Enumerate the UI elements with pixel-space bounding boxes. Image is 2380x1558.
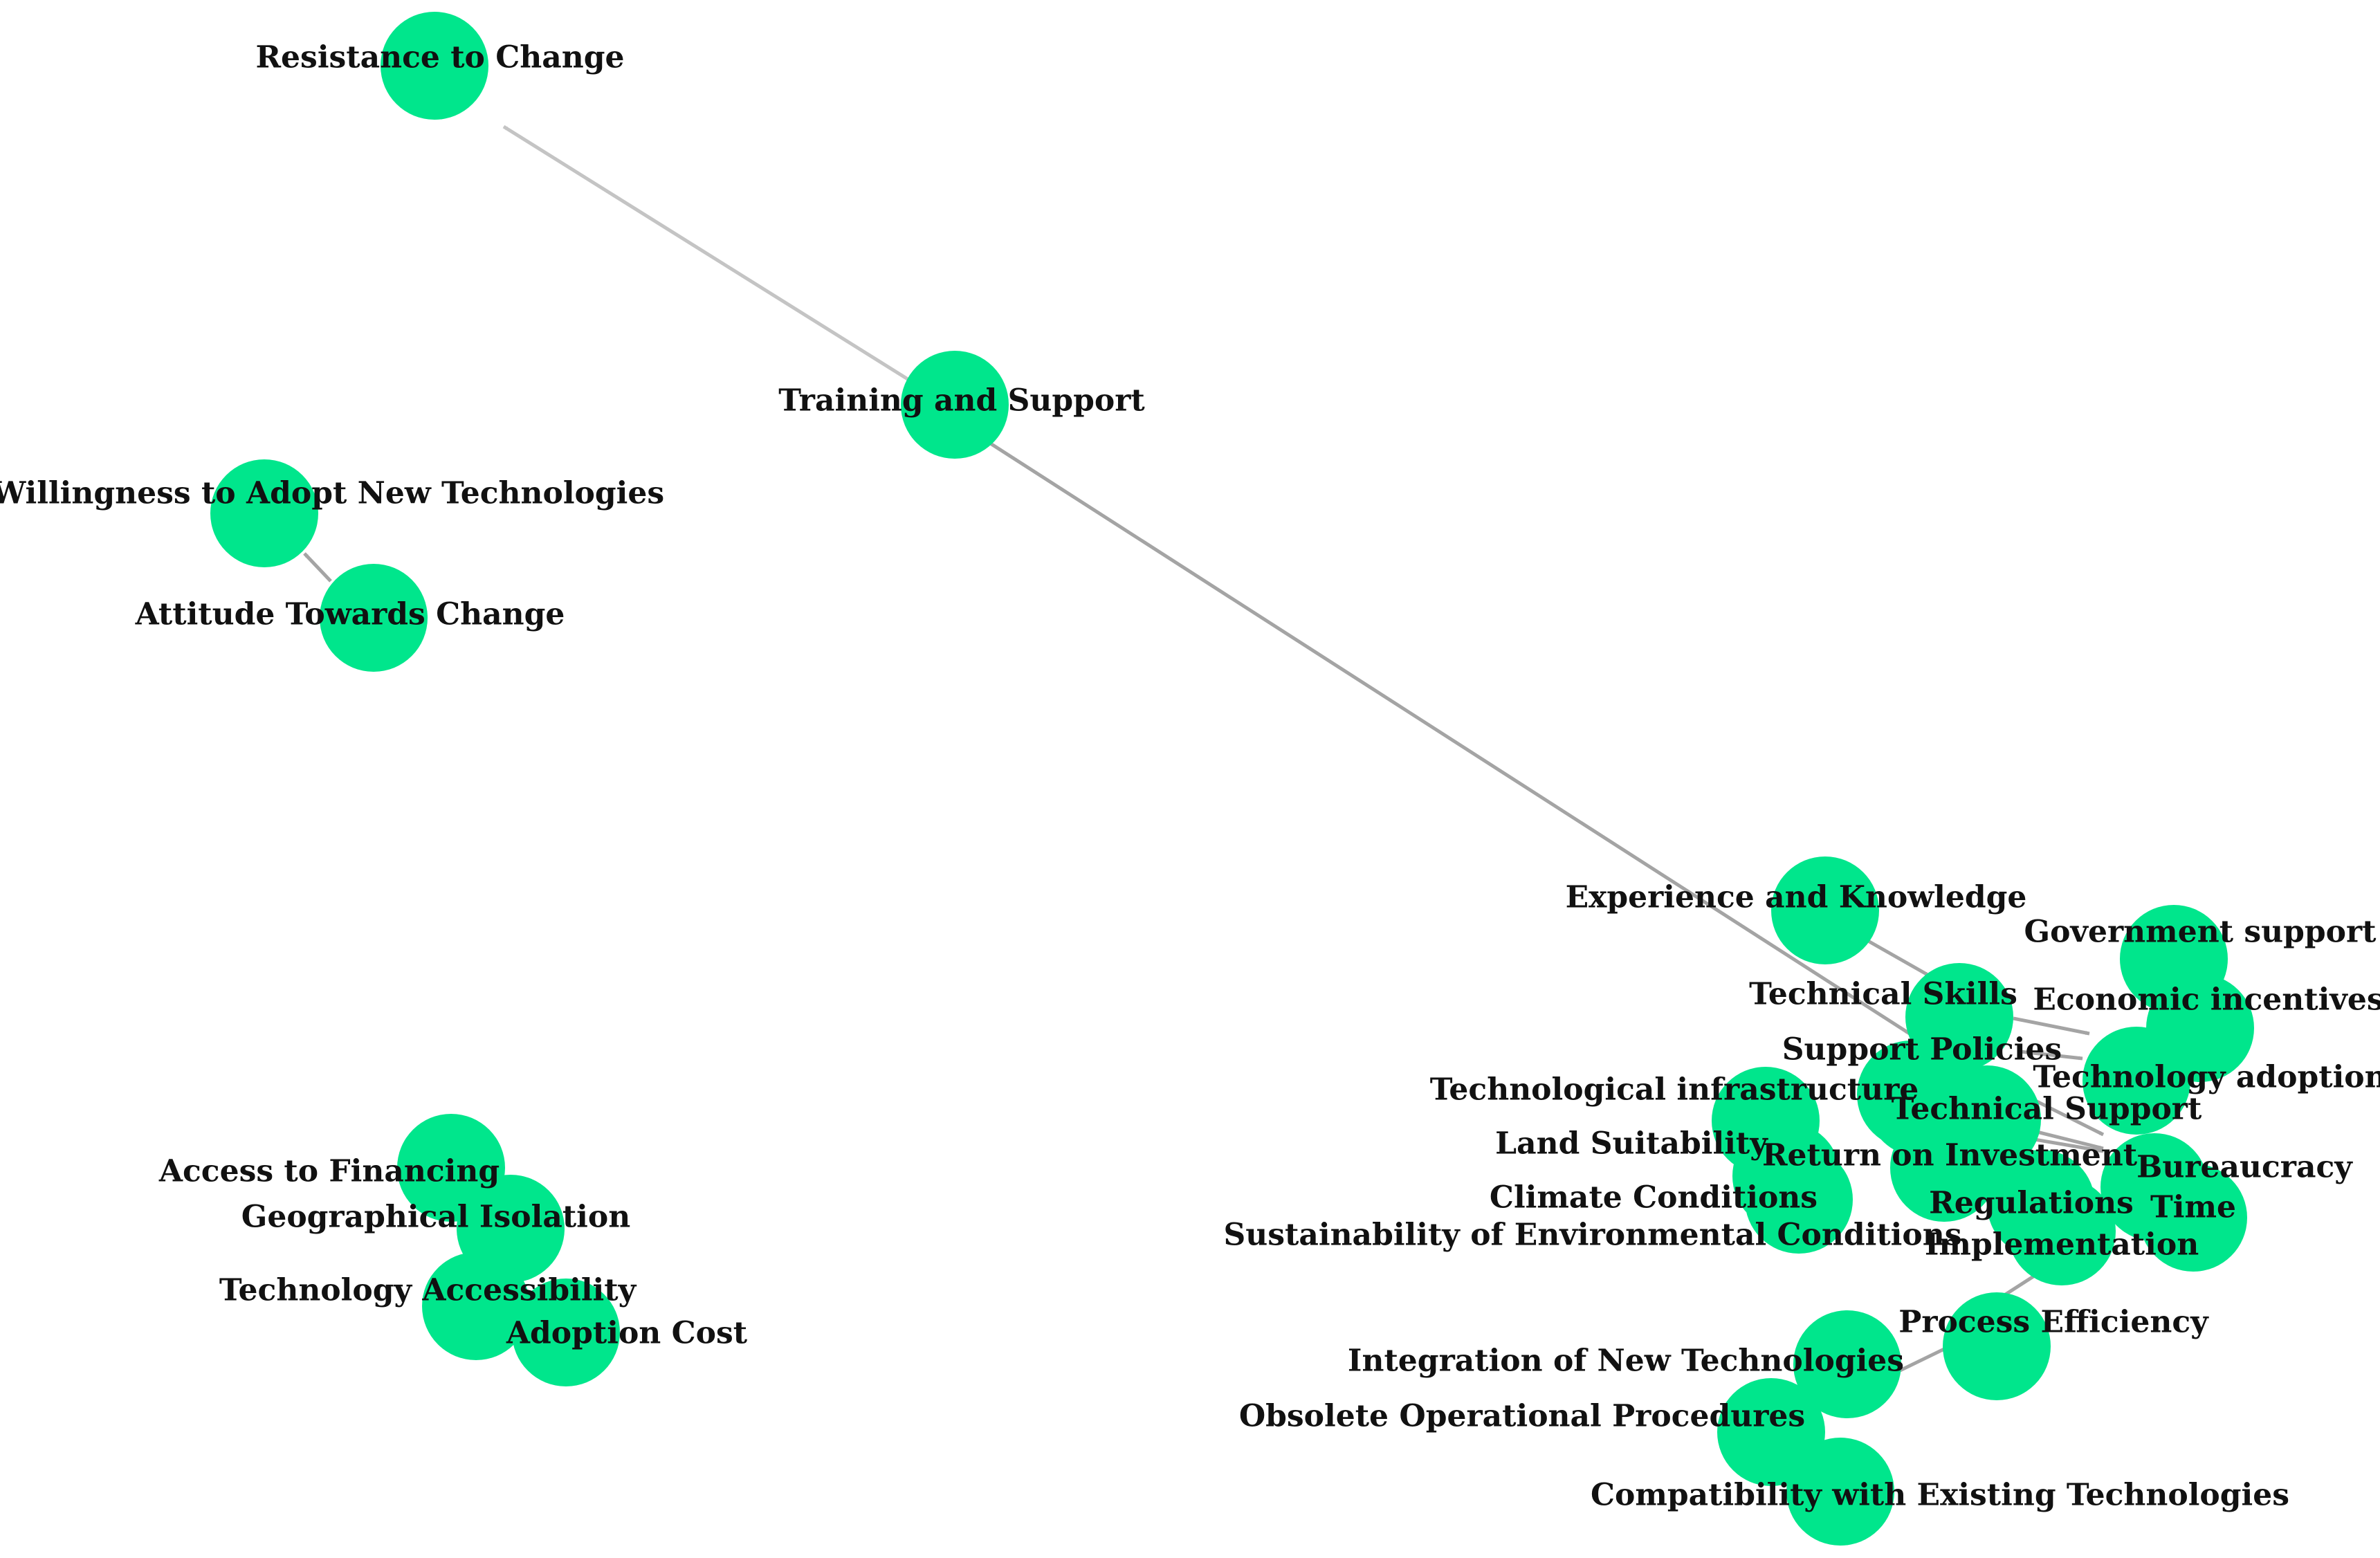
node-adoption-cost[interactable] [512,1279,620,1386]
node-label-obsolete-procedures: Obsolete Operational Procedures [1239,1399,1805,1434]
node-label-process-efficiency: Process Efficiency [1898,1305,2209,1340]
node-label-training-and-support: Training and Support [778,383,1145,419]
node-label-access-to-financing: Access to Financing [158,1154,500,1189]
node-label-return-on-investment: Return on Investment [1762,1138,2138,1173]
node-attitude-towards-change[interactable] [320,564,428,672]
node-label-support-policies: Support Policies [1782,1032,2062,1067]
edge-integration-new-tech-to-process-efficiency [1894,1346,1948,1375]
node-label-land-suitability: Land Suitability [1495,1126,1768,1162]
edge-attitude-towards-change-to-willingness-to-adopt [303,552,332,583]
node-label-integration-new-tech: Integration of New Technologies [1348,1344,1904,1379]
edge-support-policies-to-technology-adoption [2020,1050,2083,1061]
node-technical-skills[interactable] [1905,963,2013,1071]
node-sustainability-env[interactable] [1745,1146,1853,1254]
node-label-regulations: Regulations [1929,1186,2134,1221]
edge-training-and-support-to-technical-skills [988,441,1911,1036]
node-label-bureaucracy: Bureaucracy [2136,1150,2353,1185]
node-label-geographical-isolation: Geographical Isolation [241,1200,630,1235]
edge-training-and-support-to-resistance-to-change [502,125,909,381]
edges-layer [303,125,2105,1375]
node-label-economic-incentives: Economic incentives [2033,982,2380,1018]
node-technology-adoption[interactable] [2082,1027,2190,1135]
node-label-time: Time [2150,1190,2236,1225]
node-label-attitude-towards-change: Attitude Towards Change [135,597,565,632]
edge-technical-skills-to-technology-adoption [2013,1016,2090,1036]
node-label-technical-skills: Technical Skills [1749,977,2017,1012]
node-experience-and-knowledge[interactable] [1771,856,1879,964]
node-label-technology-adoption: Technology adoption [2033,1060,2380,1095]
node-label-implementation: Implementation [1925,1227,2199,1263]
node-label-climate-conditions: Climate Conditions [1490,1180,1818,1216]
node-willingness-to-adopt[interactable] [210,459,318,567]
node-label-willingness-to-adopt: Willingness to Adopt New Technologies [0,476,664,511]
node-label-technology-accessibility: Technology Accessibility [219,1273,637,1308]
node-time[interactable] [2139,1164,2247,1272]
node-training-and-support[interactable] [901,351,1009,459]
node-label-government-support: Government support [2024,915,2377,950]
node-compatibility-existing[interactable] [1786,1438,1894,1546]
node-label-resistance-to-change: Resistance to Change [255,40,624,75]
node-label-sustainability-env: Sustainability of Environmental Conditio… [1223,1218,1961,1253]
node-implementation[interactable] [2008,1177,2116,1285]
node-label-adoption-cost: Adoption Cost [506,1316,748,1351]
edge-experience-and-knowledge-to-technical-skills [1867,939,1930,978]
node-label-technological-infrastructure: Technological infrastructure [1430,1072,1919,1108]
node-label-compatibility-existing: Compatibility with Existing Technologies [1591,1478,2289,1513]
node-integration-new-tech[interactable] [1793,1310,1901,1418]
nodes-layer [210,12,2254,1546]
node-label-technical-support: Technical Support [1892,1092,2202,1127]
node-return-on-investment[interactable] [1890,1114,1998,1222]
node-technology-accessibility[interactable] [422,1252,530,1360]
node-process-efficiency[interactable] [1943,1292,2051,1400]
node-label-experience-and-knowledge: Experience and Knowledge [1566,880,2027,915]
node-resistance-to-change[interactable] [381,12,488,120]
